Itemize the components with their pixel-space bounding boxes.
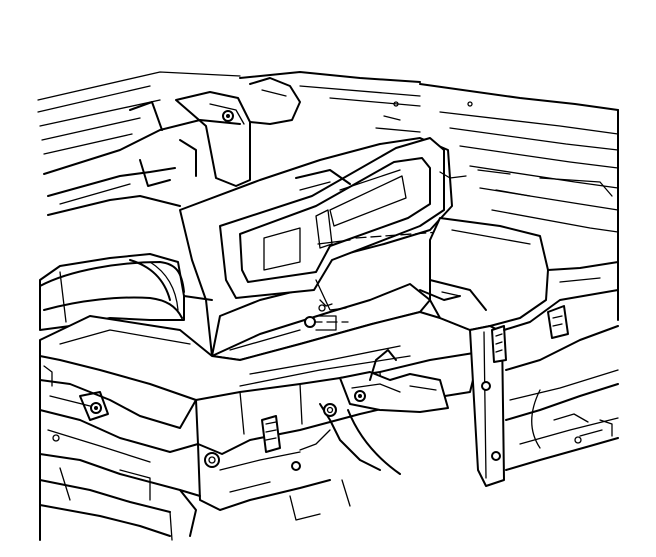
lower-carrier-beam [39,311,481,541]
right-rear-ribs [439,169,619,283]
left-air-duct [39,253,213,331]
lower-fastener-callout [304,279,349,331]
lower-fasteners [169,415,331,541]
left-upper-brackets [43,77,301,216]
center-air-outlet-housing [179,137,457,361]
center-lower-bracket [299,349,449,507]
upper-dash-panel [37,71,619,321]
bolt-icon [204,452,220,468]
right-side-bracket [419,217,619,487]
screw-icon [304,316,316,328]
